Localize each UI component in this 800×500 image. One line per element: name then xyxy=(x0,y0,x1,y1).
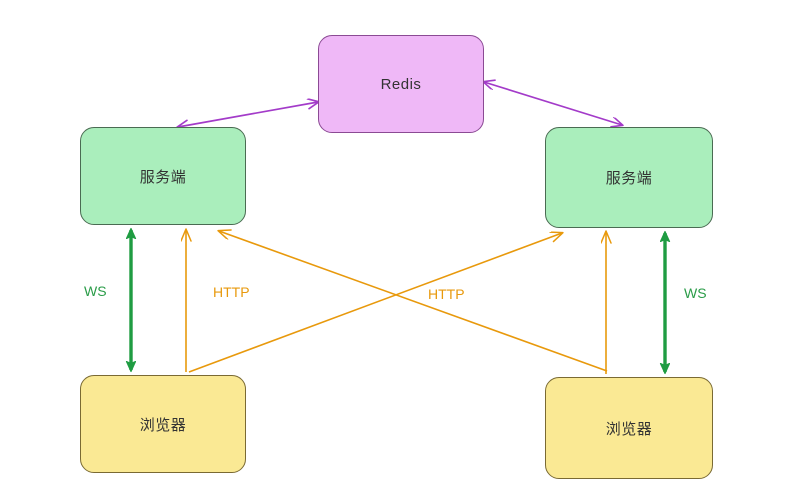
edge-label-http-left: HTTP xyxy=(213,284,250,300)
edge-http-cross-browser-right-to-server-left xyxy=(219,231,608,372)
node-redis-label: Redis xyxy=(380,75,422,93)
node-browser-right[interactable]: 浏览器 xyxy=(545,377,713,479)
edge-redis-server-right xyxy=(484,82,622,125)
edge-label-ws-left: WS xyxy=(84,283,107,299)
edge-label-http-right: HTTP xyxy=(428,286,465,302)
edge-label-ws-right: WS xyxy=(684,285,707,301)
edge-http-cross-browser-left-to-server-right xyxy=(188,233,562,373)
node-server-right[interactable]: 服务端 xyxy=(545,127,713,228)
node-browser-right-label: 浏览器 xyxy=(605,420,653,438)
node-server-right-label: 服务端 xyxy=(605,170,653,187)
node-server-left[interactable]: 服务端 xyxy=(80,127,246,225)
node-browser-left[interactable]: 浏览器 xyxy=(80,375,246,473)
node-redis[interactable]: Redis xyxy=(318,35,484,133)
node-server-left-label: 服务端 xyxy=(139,168,187,186)
node-browser-left-label: 浏览器 xyxy=(139,416,187,434)
edge-redis-server-left xyxy=(178,102,318,127)
